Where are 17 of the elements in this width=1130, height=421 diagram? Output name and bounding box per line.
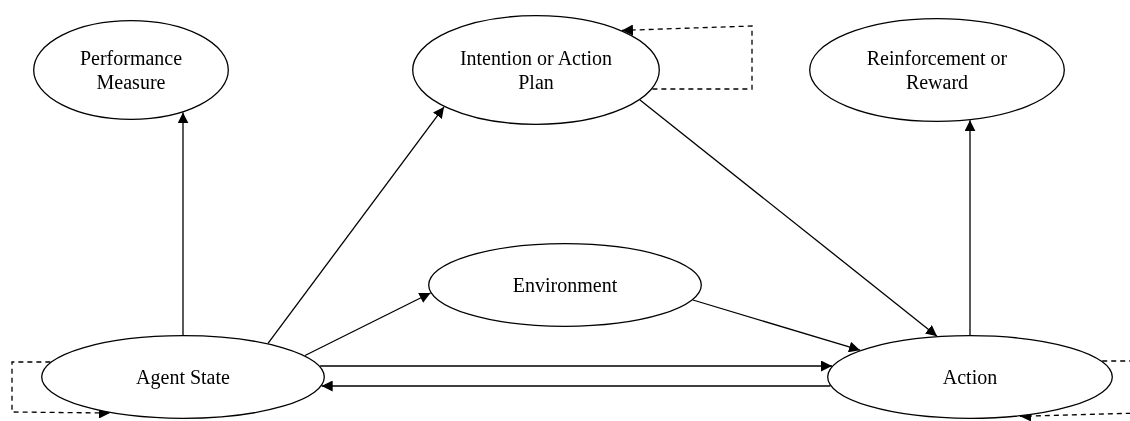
node-label: Performance Measure [78,46,184,94]
dashed-loop-arrow [621,24,753,90]
node-label: Environment [512,273,618,297]
arrow [639,99,938,337]
node-label: Action [942,365,998,389]
node-label: Intention or Action Plan [458,46,614,94]
arrow [304,292,432,357]
dashed-loop-arrow [1019,360,1130,421]
node-label: Agent State [136,365,230,389]
arrow [267,106,445,344]
arrow [964,119,976,336]
arrow [319,360,833,372]
node-label: Reinforcement or Reward [865,46,1009,94]
dashed-loop-arrow [11,361,111,419]
arrow [177,111,189,336]
arrow [692,299,861,353]
arrow [321,380,831,392]
